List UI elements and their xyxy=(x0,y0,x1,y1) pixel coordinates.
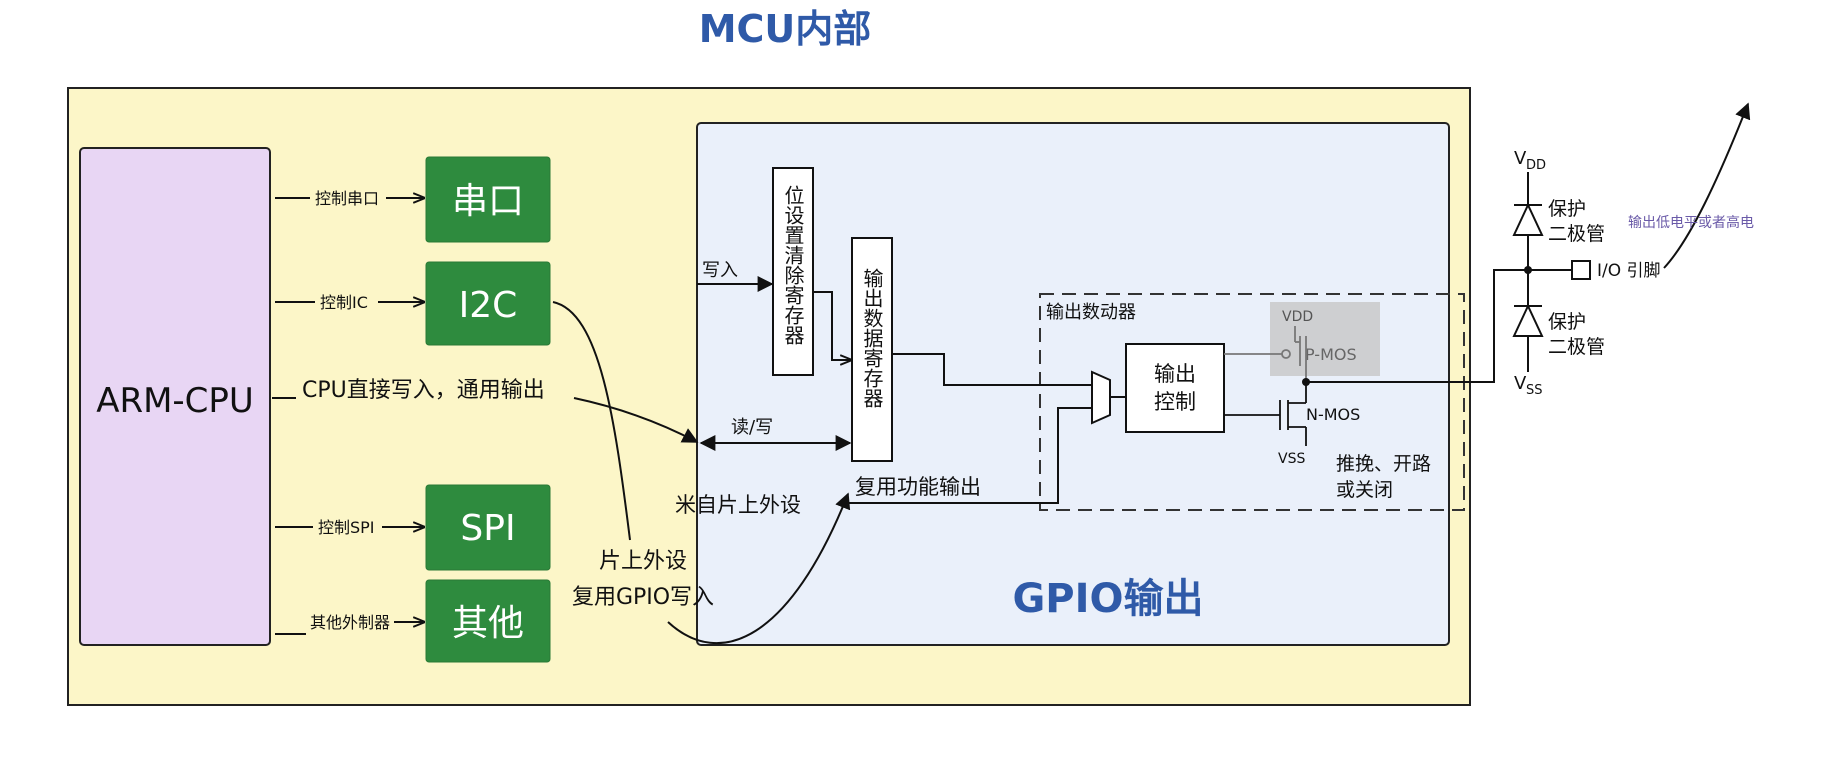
protect-top-line1: 保护 xyxy=(1548,198,1586,220)
vss-label: V SS xyxy=(1514,373,1543,398)
io-pin-box xyxy=(1571,260,1591,280)
i2c-to-gpio-curve xyxy=(552,301,631,541)
arm-cpu-block xyxy=(79,147,271,646)
i2c-block: I2C xyxy=(425,261,551,346)
output-note: 输出低电平或者高电 xyxy=(1628,214,1754,231)
spi-block: SPI xyxy=(425,484,551,571)
onchip-peripheral-line1: 片上外设 xyxy=(599,549,687,574)
output-driver-box xyxy=(1039,293,1465,511)
spi-label: SPI xyxy=(460,508,515,549)
from-peripheral-label: 米自片上外设 xyxy=(675,493,801,517)
protect-top-line2: 二极管 xyxy=(1548,223,1605,245)
pmos-highlight xyxy=(1270,302,1380,376)
uart-block: 串口 xyxy=(425,156,551,243)
nmos-label: N-MOS xyxy=(1306,405,1360,424)
protect-diode-bottom xyxy=(1512,303,1544,337)
vdd-main: V xyxy=(1514,148,1527,169)
i2c-label: I2C xyxy=(459,285,518,326)
output-control-block xyxy=(1125,343,1225,433)
pmos-vdd-label: VDD xyxy=(1282,309,1313,325)
write-label: 写入 xyxy=(702,260,738,281)
protect-bottom-line1: 保护 xyxy=(1548,311,1586,333)
protect-bottom-line2: 二极管 xyxy=(1548,336,1605,358)
alt-to-mux-wire xyxy=(848,407,1092,504)
bit-set-reset-register-label: 位设置清除寄存器 xyxy=(781,185,805,345)
mode-line1: 推挽、开路 xyxy=(1336,453,1431,475)
output-mux xyxy=(1091,370,1111,425)
read-write-label: 读/写 xyxy=(731,417,773,438)
uart-label: 串口 xyxy=(452,181,524,222)
alt-function-output-label: 复用功能输出 xyxy=(855,475,981,499)
ctrl-i2c-label: 控制IC xyxy=(320,293,368,312)
nmos-symbol xyxy=(1224,382,1307,446)
vdd-sub: DD xyxy=(1526,158,1546,173)
output-driver-label: 输出数动器 xyxy=(1046,302,1136,323)
other-block: 其他 xyxy=(425,579,551,663)
cpu-direct-arrow xyxy=(573,397,699,443)
cpu-direct-write-label: CPU直接写入，通用输出 xyxy=(302,378,545,403)
odr-to-mux-wire xyxy=(892,353,1092,386)
arm-cpu-label: ARM-CPU xyxy=(96,381,254,421)
output-data-register xyxy=(851,237,893,462)
other-label: 其他 xyxy=(452,603,524,644)
pmos-label: P-MOS xyxy=(1305,345,1357,364)
pin-output-arrow xyxy=(1663,102,1751,269)
io-pin-label: I/O 引脚 xyxy=(1597,261,1661,281)
bit-set-reset-register xyxy=(772,167,814,376)
ctrl-spi-label: 控制SPI xyxy=(318,518,375,537)
diagram-title: MCU内部 xyxy=(699,7,872,51)
vss-sub: SS xyxy=(1526,383,1543,398)
protect-diode-top xyxy=(1512,202,1544,236)
gpio-title: GPIO输出 xyxy=(1012,576,1203,622)
mode-line2: 或关闭 xyxy=(1336,479,1393,501)
output-control-line1: 输出 xyxy=(1154,362,1196,386)
onchip-to-alt-curve xyxy=(667,492,851,645)
drain-to-pin-wire xyxy=(1306,269,1520,383)
nmos-vss-label: VSS xyxy=(1278,451,1305,467)
output-data-register-label: 输出数据寄存器 xyxy=(860,268,884,408)
output-control-line2: 控制 xyxy=(1154,390,1196,414)
vdd-label: V DD xyxy=(1514,148,1546,173)
ctrl-other-label: 其他外制器 xyxy=(310,613,390,632)
onchip-peripheral-line2: 复用GPIO写入 xyxy=(572,585,714,610)
vss-main: V xyxy=(1514,373,1527,394)
ctrl-uart-label: 控制串口 xyxy=(315,189,379,208)
bsr-to-odr-wire xyxy=(813,291,851,360)
